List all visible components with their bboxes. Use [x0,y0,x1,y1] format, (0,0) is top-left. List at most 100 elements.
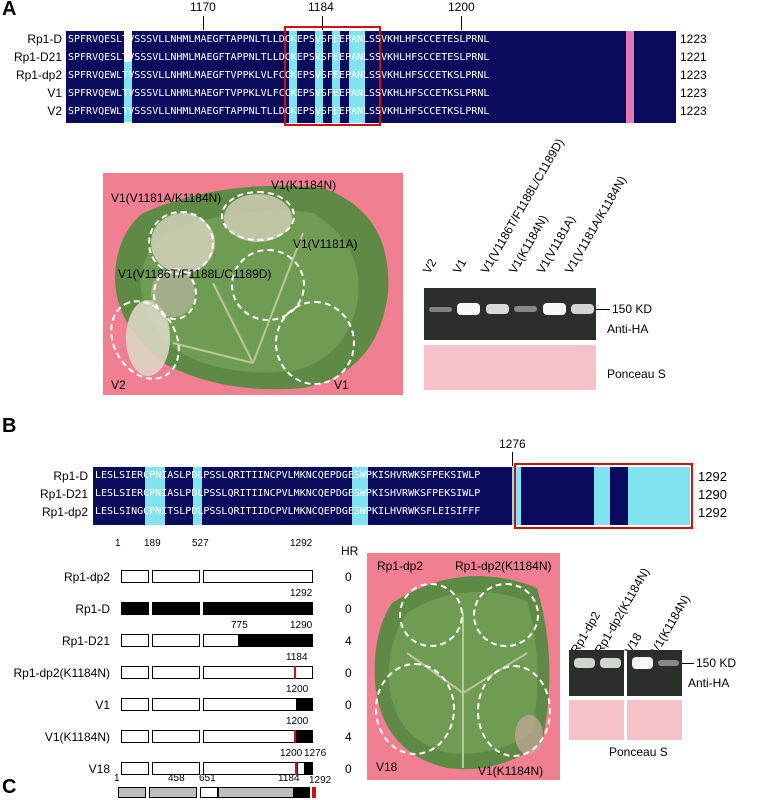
alignment-b-end: 1292 [698,505,727,520]
mutation-marker [294,666,296,679]
construct-name: V1(K1184N) [44,730,110,744]
alignment-a-highlight [124,62,132,122]
alignment-a-highlight [332,31,340,123]
alignment-a-sequence: SPFRVQESLTVSSSVLLNHMLMAEGFTAPPNLTLLDCKEP… [68,52,490,63]
tick-label-1184: 1184 [308,0,334,14]
construct-domain [203,730,297,743]
construct-pos-label: 775 [231,620,248,631]
alignment-a-row-label: Rp1-D [27,32,62,46]
alignment-a-highlight-pink [626,31,634,123]
panel-letter-a: A [2,0,17,20]
c-tick: 651 [199,773,216,784]
alignment-a-sequence: SPFRVQEWLTVSSSVLLNHMLMAEGFTVPPKLVLFCCKEP… [68,70,490,81]
construct-hr: 4 [345,634,352,648]
construct-domain [297,762,305,775]
blot-band [571,304,595,314]
infiltration-spot [275,301,355,385]
ponceau-b-right [627,700,682,740]
blot-band [542,303,566,315]
construct-top-tick: 527 [192,538,209,549]
panel-letter-c: C [2,776,17,798]
c-tick: 1 [114,773,120,784]
blot-band [657,660,679,666]
infiltration-spot [375,663,455,755]
blot-band [631,657,653,669]
construct-domain [297,730,313,743]
hr-header: HR [341,544,359,558]
c-tick: 1292 [309,775,332,786]
alignment-a-highlight [349,31,365,123]
alignment-b-background [93,467,690,525]
alignment-b-redbox [514,463,693,529]
blot-band [514,306,538,312]
alignment-b-highlight [352,467,368,525]
alignment-a-redbox [284,26,381,126]
tick-label-1170: 1170 [190,0,216,14]
construct-name: Rp1-dp2 [63,570,110,584]
western-blot-b-left [569,650,624,696]
leaf-a-label: V1(K1184N) [271,178,337,192]
blot-a-lane-label: V2 [419,256,440,276]
construct-pos-label: 1200 [280,748,303,759]
blot-b-lane-label: Rp1-dp2(K1184N) [591,565,653,656]
construct-domain [121,634,149,647]
infiltration-spot [473,583,539,647]
western-blot-b-right [627,650,682,696]
tick-label-1276: 1276 [499,437,526,451]
construct-domain [203,698,297,711]
construct-domain [297,698,313,711]
size-marker-a [596,309,610,310]
tick-1276 [512,452,513,466]
construct-domain [152,570,200,583]
construct-name: Rp1-D21 [61,634,110,648]
c-domain [118,787,146,798]
construct-hr: 0 [345,602,352,616]
leaf-photo-b [367,553,560,780]
c-domain [218,787,294,798]
tick-1184 [322,16,323,30]
leaf-b-label: V18 [376,760,398,774]
alignment-b-sequence: LESLSIERCPNIASLPDLPSSLQRITIINCPVLMKNCQEP… [95,470,481,481]
blot-band [485,304,509,314]
construct-domain [152,762,200,775]
construct-domain [121,666,149,679]
infiltration-spot [231,249,305,321]
construct-top-tick: 1292 [290,538,313,549]
construct-name: V18 [88,762,110,776]
alignment-a-end: 1223 [680,86,707,100]
blot-band [428,306,452,312]
construct-domain [203,570,313,583]
size-label-a: 150 KD [612,302,653,316]
alignment-a-end: 1221 [680,50,707,64]
construct-hr: 4 [345,730,352,744]
alignment-b-sequence: LESLSIERCPNIASLPDLPSSLQRITIINCPVLMKNCQEP… [95,488,481,499]
mutation-marker [294,730,296,743]
alignment-b-row-label: Rp1-D21 [39,487,88,501]
blot-a-lane-label: V1 [449,256,470,276]
alignment-b-row-label: Rp1-D [53,469,88,483]
infiltration-spot [477,665,551,757]
alignment-a-highlight [289,31,297,123]
alignment-b-highlight [193,467,202,525]
construct-pos-label: 1200 [286,684,309,695]
c-domain [294,787,310,798]
construct-hr: 0 [345,762,352,776]
c-domain [200,787,218,798]
construct-domain [203,666,313,679]
infiltration-spot [221,191,295,241]
alignment-b-sequence: LESLSINGCPNITSLPDLPSSLQRITIIDCPVLMKNCQEP… [95,506,481,517]
alignment-a-background [66,31,676,123]
construct-domain [152,698,200,711]
construct-domain [152,730,200,743]
alignment-a-sequence: SPFRVQEWLTVSSSVLLNHMLMAEGFTVPPKLVLFCCKEP… [68,88,490,99]
alignment-b-end: 1290 [698,487,727,502]
construct-hr: 0 [345,570,352,584]
leaf-a-label: V1 [334,378,349,392]
leaf-b-label: V1(K1184N) [478,764,544,778]
c-marker [312,787,316,798]
construct-domain [121,602,149,615]
construct-pos-label: 1184 [286,652,308,663]
alignment-a-row-label: Rp1-D21 [13,50,62,64]
construct-hr: 0 [345,666,352,680]
construct-domain [203,602,313,615]
